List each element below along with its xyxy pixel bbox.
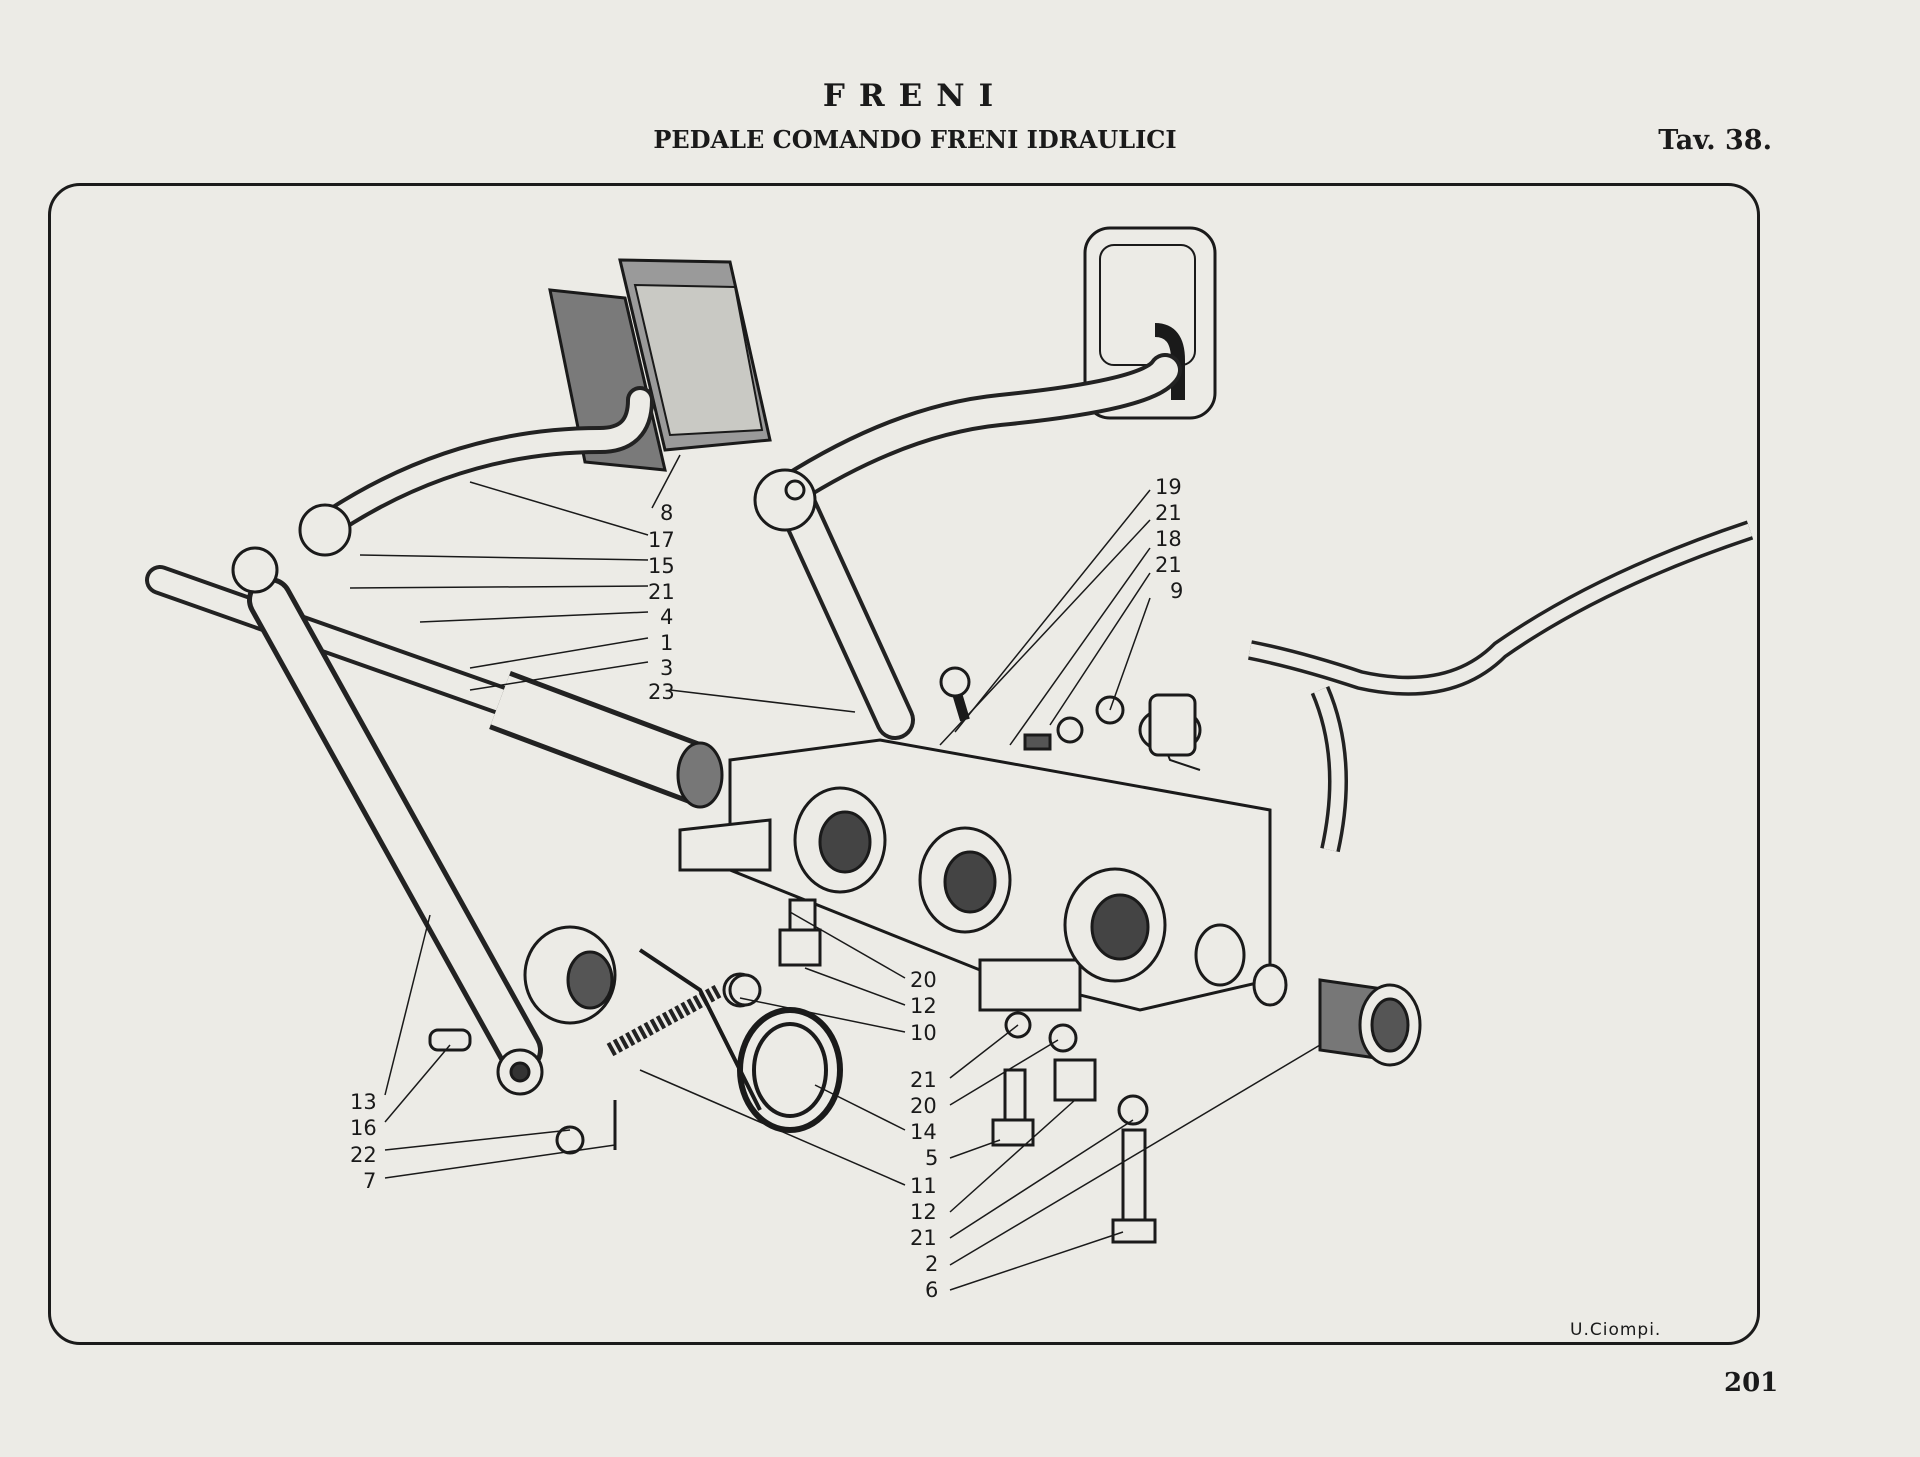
- callout-left-1: 17: [648, 528, 675, 552]
- callout-bottom-center-2: 14: [910, 1120, 937, 1144]
- callout-left-7: 23: [648, 680, 675, 704]
- callout-bottom-left-3: 7: [363, 1169, 376, 1193]
- callout-left-2: 15: [648, 554, 675, 578]
- plate-number: Tav. 38.: [1658, 125, 1772, 156]
- bracket-housing: [678, 738, 1288, 1012]
- callout-left-0: 8: [660, 501, 673, 525]
- artist-signature: U.Ciompi.: [1570, 1320, 1662, 1340]
- callout-bottom-center-1: 20: [910, 1094, 937, 1118]
- callout-right-top-3: 21: [1155, 553, 1182, 577]
- callout-left-4: 4: [660, 605, 673, 629]
- callout-bottom-left-1: 16: [350, 1116, 377, 1140]
- callout-bottom-center-8: 6: [925, 1278, 938, 1302]
- callout-left-3: 21: [648, 580, 675, 604]
- callout-left-5: 1: [660, 631, 673, 655]
- callout-bottom-center-4: 11: [910, 1174, 937, 1198]
- callout-right-top-0: 19: [1155, 475, 1182, 499]
- callout-bottom-center-0: 21: [910, 1068, 937, 1092]
- pedal-pad-left: [548, 258, 772, 472]
- bushing-right: [1318, 978, 1422, 1067]
- callout-center-1: 12: [910, 994, 937, 1018]
- callout-bottom-center-6: 21: [910, 1226, 937, 1250]
- callout-bottom-center-7: 2: [925, 1252, 938, 1276]
- callout-bottom-center-5: 12: [910, 1200, 937, 1224]
- pedal-pad-right: [1083, 226, 1217, 420]
- shaft: [145, 565, 724, 809]
- callout-center-0: 20: [910, 968, 937, 992]
- page-subtitle: PEDALE COMANDO FRENI IDRAULICI: [653, 125, 1177, 154]
- callout-left-6: 3: [660, 656, 673, 680]
- callout-bottom-left-0: 13: [350, 1090, 377, 1114]
- page-title: FRENI: [822, 78, 1008, 114]
- callout-right-top-1: 21: [1155, 501, 1182, 525]
- callout-bottom-left-2: 22: [350, 1143, 377, 1167]
- drawing-frame: [48, 183, 1760, 1345]
- callout-center-2: 10: [910, 1021, 937, 1045]
- callout-right-top-4: 9: [1170, 579, 1183, 603]
- callout-bottom-center-3: 5: [925, 1146, 938, 1170]
- page-number: 201: [1724, 1368, 1779, 1398]
- callout-right-top-2: 18: [1155, 527, 1182, 551]
